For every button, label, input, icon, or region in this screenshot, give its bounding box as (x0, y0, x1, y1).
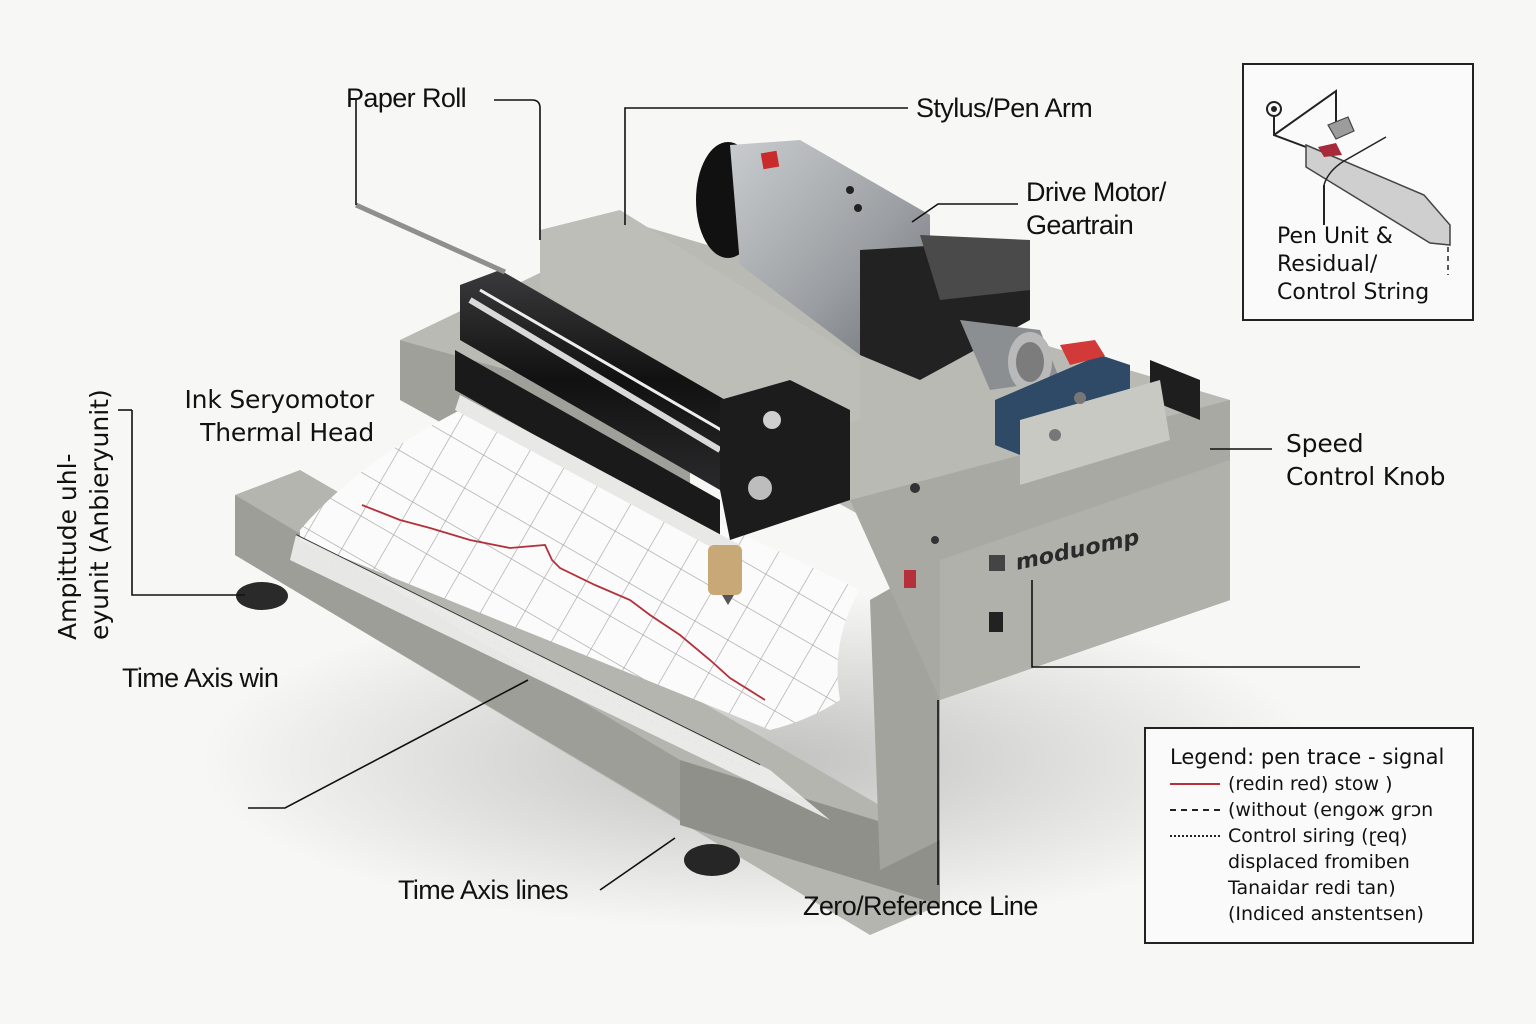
legend-swatch-solid-red (1170, 783, 1220, 785)
callout-ink-servomotor-line1: Ink Seryomotor (184, 385, 375, 414)
pen-unit-sketch (1266, 89, 1451, 275)
callout-drive-motor-line1: Drive Motor/ (1026, 177, 1166, 207)
leader-paper-roll (494, 99, 541, 240)
callout-ink-servomotor: Ink Seryomotor Thermal Head (174, 383, 375, 449)
roller-assembly (354, 202, 860, 605)
callout-speed-control-knob: Speed Control Knob (1286, 427, 1446, 493)
legend-extra-line: Tanaidar redi tan) (1228, 877, 1396, 899)
inset-label-line1: Pen Unit & (1277, 224, 1393, 249)
leader-time-axis-lines (599, 837, 676, 891)
callout-time-axis-win: Time Axis win (122, 663, 279, 693)
legend-item-text: (without (engoж grɔn (1228, 799, 1434, 821)
inset-label: Pen Unit & Residual/ Control String (1277, 223, 1429, 307)
legend-item-control-string: Control siring (ɽeq) (1170, 823, 1472, 849)
legend-title: Legend: pen trace - signal (1170, 745, 1445, 769)
legend-item-red-trace: (redin red) stow ) (1170, 771, 1472, 797)
callout-ink-servomotor-line2: Thermal Head (200, 418, 374, 447)
drive-motor-body (696, 140, 1170, 485)
legend-swatch-dotted (1170, 835, 1220, 837)
leader-amplitude (131, 410, 245, 596)
callout-time-axis-lines: Time Axis lines (398, 875, 569, 905)
legend-item-text: Control siring (ɽeq) (1228, 825, 1408, 847)
legend-item-text: (redin red) stow ) (1228, 773, 1393, 795)
chart-paper (290, 405, 860, 820)
callout-zero-reference-line: Zero/Reference Line (803, 891, 1038, 921)
leader-drive-motor (911, 203, 1018, 223)
callout-amplitude-axis: Ampittude uhl- eyunit (Anbieryunit) (52, 389, 116, 640)
callout-paper-roll: Paper Roll (346, 83, 467, 113)
callout-drive-motor: Drive Motor/ Geartrain (1026, 176, 1166, 242)
legend-extra-line: displaced fromiben (1228, 851, 1410, 873)
legend-extra-line: (Indiced anstentsen) (1228, 903, 1424, 925)
callout-amplitude-line2: eyunit (Anbieryunit) (85, 389, 114, 640)
leader-panel (1031, 580, 1360, 668)
legend-box: Legend: pen trace - signal (redin red) s… (1144, 727, 1474, 944)
callout-drive-motor-line2: Geartrain (1026, 210, 1134, 240)
legend-swatch-dashed (1170, 809, 1220, 811)
callout-speed-line2: Control Knob (1286, 462, 1446, 491)
leader-stylus (624, 107, 908, 225)
legend-item-dashed: (without (engoж grɔn (1170, 797, 1472, 823)
callout-speed-line1: Speed (1286, 429, 1364, 458)
inset-label-line3: Control String (1277, 280, 1430, 305)
leader-time-axis-win (248, 679, 529, 809)
leader-lines (118, 99, 1360, 891)
front-panel (904, 483, 1005, 632)
callout-stylus-pen-arm: Stylus/Pen Arm (916, 93, 1093, 123)
inset-pen-unit: Pen Unit & Residual/ Control String (1242, 63, 1474, 321)
inset-label-line2: Residual/ (1277, 252, 1378, 277)
callout-amplitude-line1: Ampittude uhl- (53, 453, 82, 640)
